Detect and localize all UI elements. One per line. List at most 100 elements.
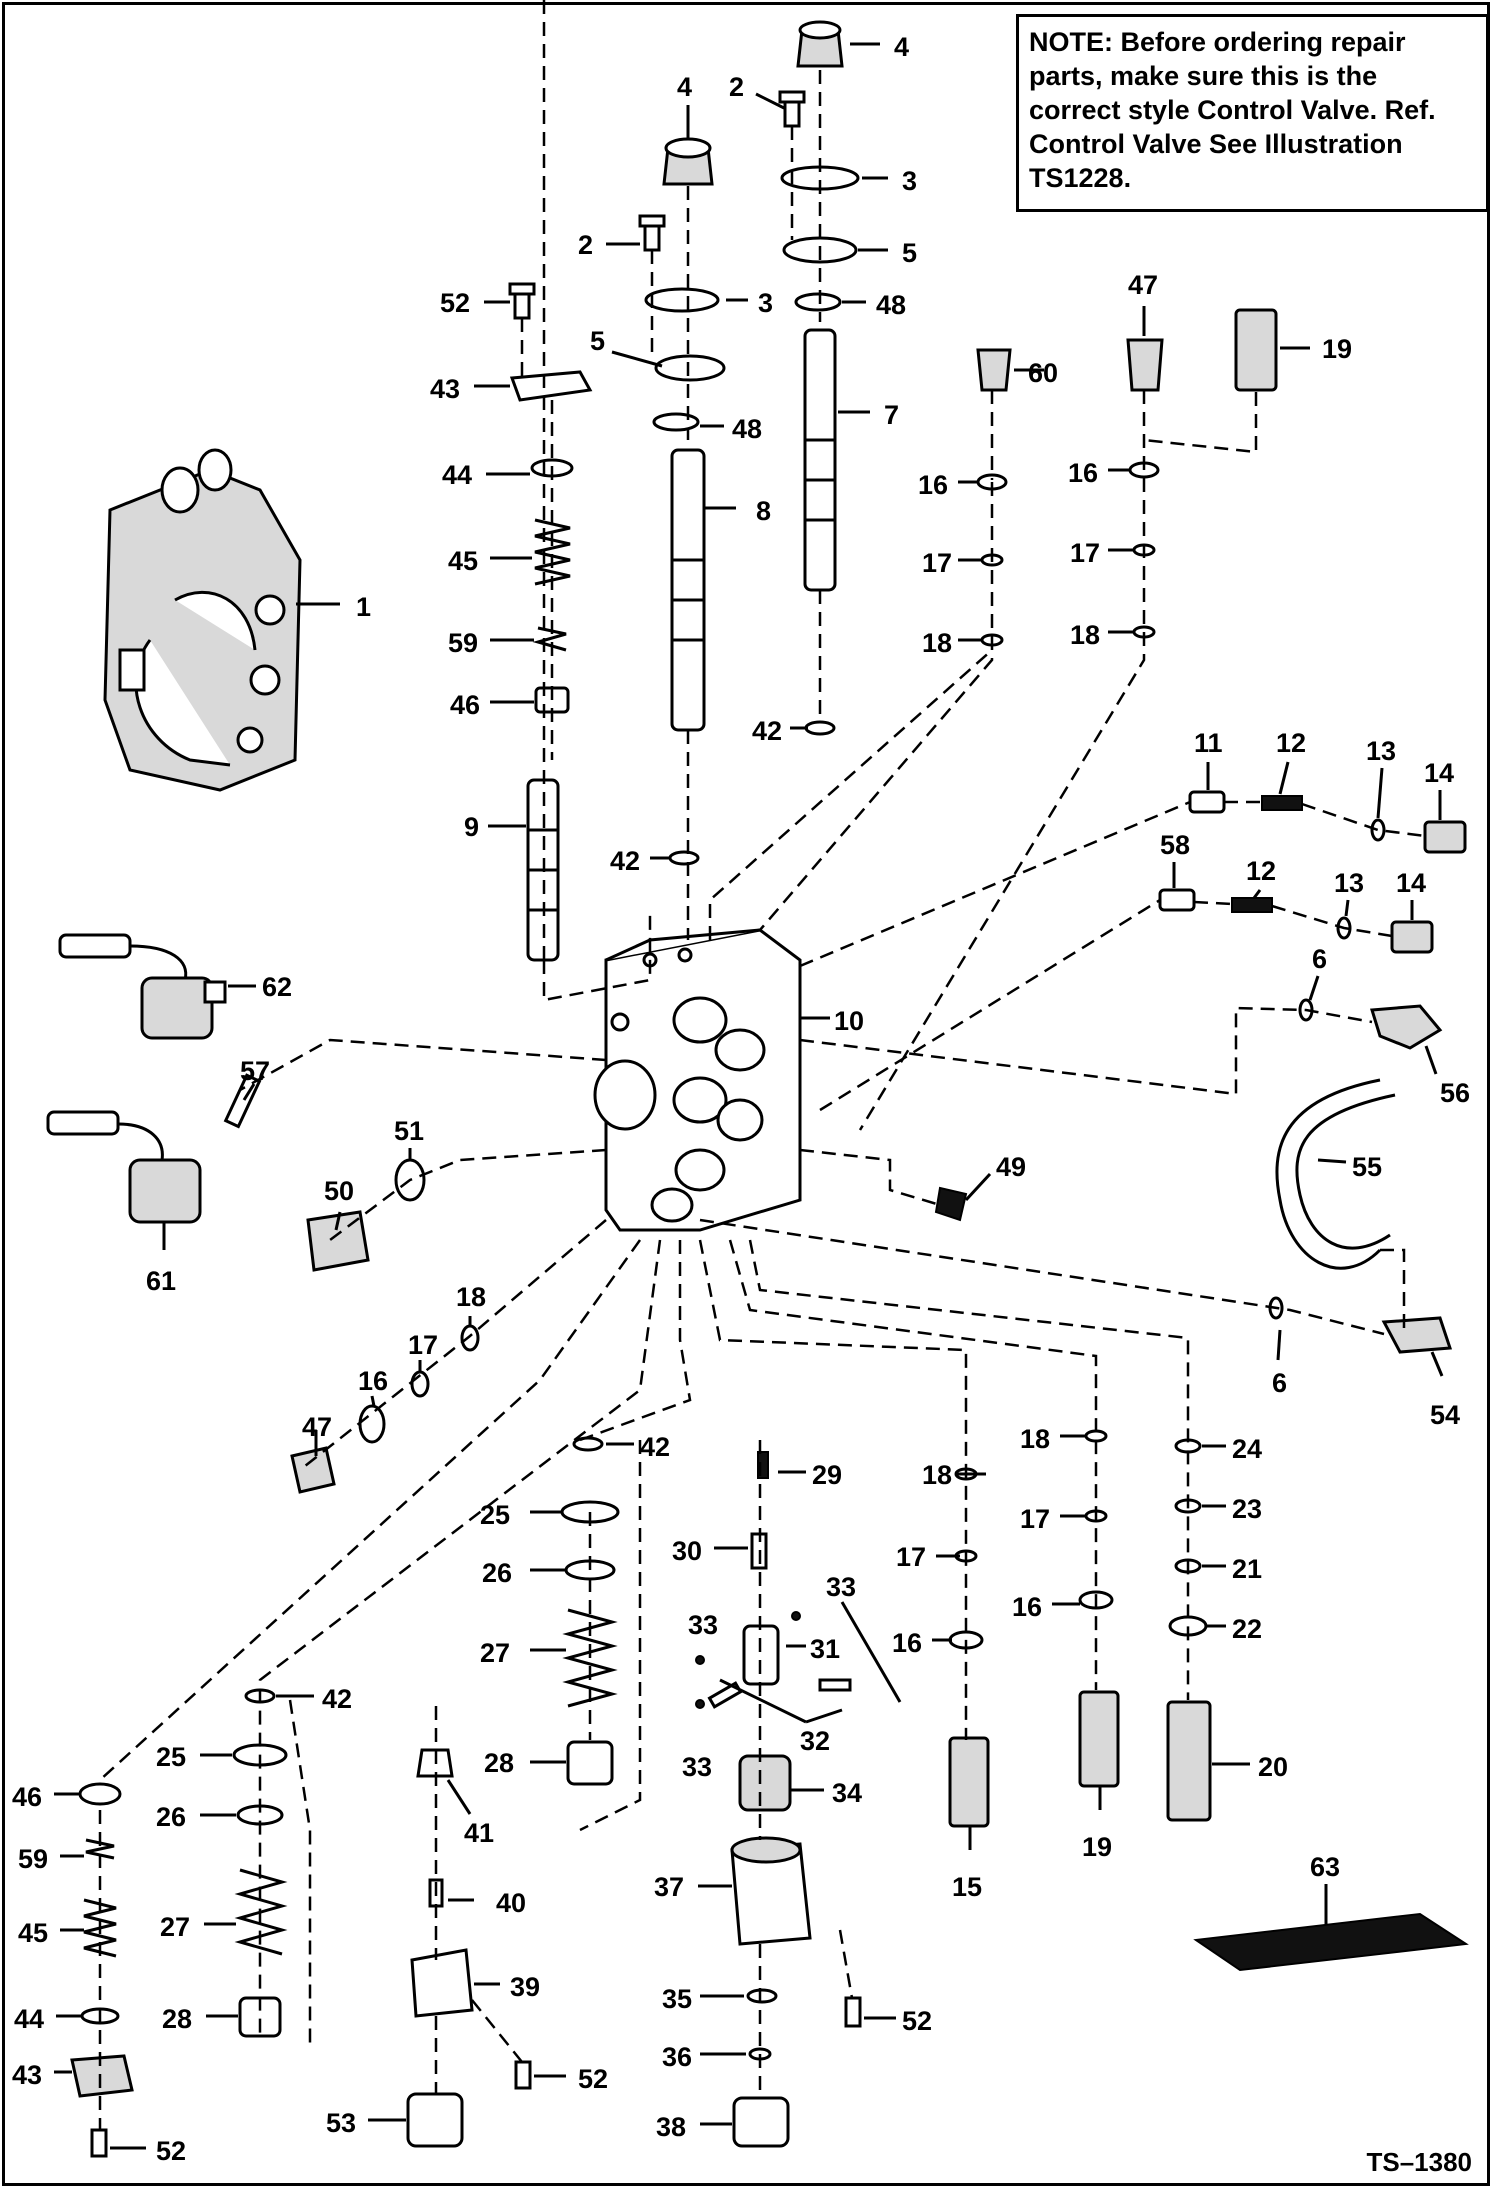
callout-17: 17 [1070, 538, 1100, 568]
kit-part-63 [1193, 1912, 1469, 1972]
callout-7: 7 [884, 400, 899, 430]
callout-18: 18 [456, 1282, 486, 1312]
callout-42: 42 [610, 846, 640, 876]
callout-15: 15 [952, 1872, 982, 1902]
callout-43: 43 [430, 374, 460, 404]
callout-1: 1 [356, 592, 371, 622]
callout-52: 52 [156, 2136, 186, 2166]
callout-58: 58 [1160, 830, 1190, 860]
callout-18: 18 [922, 1460, 952, 1490]
callout-31: 31 [810, 1634, 840, 1664]
callout-20: 20 [1258, 1752, 1288, 1782]
plate-part-5-b [654, 354, 726, 382]
housing-part-39 [410, 1948, 474, 2018]
bolt-part-2-b [638, 214, 666, 252]
callout-46: 46 [450, 690, 480, 720]
callout-28: 28 [162, 2004, 192, 2034]
callout-13: 13 [1366, 736, 1396, 766]
callout-46: 46 [12, 1782, 42, 1812]
plug-part-47-top [1126, 338, 1164, 392]
poppet-part-11 [1188, 790, 1226, 814]
pin-part-29 [757, 1451, 769, 1479]
callout-51: 51 [394, 1116, 424, 1146]
cap-part-4-top [796, 20, 844, 68]
callout-4: 4 [677, 72, 692, 102]
callout-9: 9 [464, 812, 479, 842]
callout-56: 56 [1440, 1078, 1470, 1108]
body-part-31 [742, 1624, 780, 1686]
bolt-part-2-a [778, 90, 806, 128]
callout-33: 33 [826, 1572, 856, 1602]
callout-48: 48 [732, 414, 762, 444]
callout-43: 43 [12, 2060, 42, 2090]
pin-part-32-b [818, 1678, 852, 1692]
plug-part-49 [934, 1186, 968, 1222]
spool-part-7 [803, 328, 837, 592]
control-valve-assembly-part-1 [103, 448, 302, 792]
cap-part-38 [732, 2096, 790, 2148]
callout-35: 35 [662, 1984, 692, 2014]
bolt-part-52-bottom-left [90, 2128, 108, 2158]
callout-labels: 4 2 3 5 48 4 2 3 5 48 7 8 52 43 44 45 59… [12, 32, 1470, 2166]
callout-39: 39 [510, 1972, 540, 2002]
callout-59: 59 [448, 628, 478, 658]
callout-55: 55 [1352, 1152, 1382, 1182]
callout-23: 23 [1232, 1494, 1262, 1524]
spool-part-8 [670, 448, 706, 732]
callout-3: 3 [758, 288, 773, 318]
illustration-reference-code: TS–1380 [1366, 2147, 1472, 2177]
callout-16: 16 [358, 1366, 388, 1396]
plug-part-14-a [1423, 820, 1467, 854]
callout-6: 6 [1312, 944, 1327, 974]
cover-part-43-top [509, 370, 593, 402]
washer-part-13-b [1336, 916, 1352, 940]
callout-62: 62 [262, 972, 292, 1002]
callout-24: 24 [1232, 1434, 1262, 1464]
relief-valve-part-19-bottom [1078, 1690, 1120, 1788]
bolt-part-52-lower [514, 2060, 532, 2090]
poppet-part-58 [1158, 888, 1196, 912]
housing-part-37 [730, 1836, 812, 1946]
oring-part-18-c [1084, 1429, 1108, 1443]
cover-part-43-bottom [70, 2054, 134, 2098]
callout-5: 5 [902, 238, 917, 268]
callout-33: 33 [682, 1752, 712, 1782]
callout-36: 36 [662, 2042, 692, 2072]
callout-14: 14 [1396, 868, 1426, 898]
spring-part-45-top [534, 518, 571, 586]
callout-17: 17 [408, 1330, 438, 1360]
callout-52: 52 [578, 2064, 608, 2094]
callout-16: 16 [918, 470, 948, 500]
callout-27: 27 [160, 1912, 190, 1942]
spring-part-12-b [1231, 897, 1273, 913]
callout-14: 14 [1424, 758, 1454, 788]
callout-30: 30 [672, 1536, 702, 1566]
callout-61: 61 [146, 1266, 176, 1296]
oring-part-42-c [572, 1436, 604, 1452]
relief-valve-part-20 [1166, 1700, 1212, 1822]
callout-16: 16 [1068, 458, 1098, 488]
valve-body-part-10 [593, 928, 802, 1232]
solenoid-part-61 [46, 1110, 202, 1224]
ordering-note: NOTE: Before ordering repair parts, make… [1016, 14, 1489, 212]
relief-valve-part-19-top [1234, 308, 1278, 392]
oring-part-42-b [668, 850, 700, 866]
callout-29: 29 [812, 1460, 842, 1490]
callout-40: 40 [496, 1888, 526, 1918]
callout-26: 26 [482, 1558, 512, 1588]
callout-17: 17 [896, 1542, 926, 1572]
oring-part-48-a [794, 292, 842, 312]
callout-11: 11 [1194, 728, 1223, 758]
callout-21: 21 [1232, 1554, 1262, 1584]
callout-19: 19 [1082, 1832, 1112, 1862]
fitting-part-54 [1381, 1316, 1453, 1354]
callout-41: 41 [464, 1818, 494, 1848]
callout-12: 12 [1246, 856, 1276, 886]
callout-17: 17 [922, 548, 952, 578]
oring-part-18-left [460, 1324, 480, 1352]
note-line: correct style Control Valve. Ref. [1029, 95, 1436, 125]
callout-2: 2 [578, 230, 593, 260]
note-line: NOTE: Before ordering repair [1029, 27, 1406, 57]
callout-49: 49 [996, 1152, 1026, 1182]
callout-8: 8 [756, 496, 771, 526]
